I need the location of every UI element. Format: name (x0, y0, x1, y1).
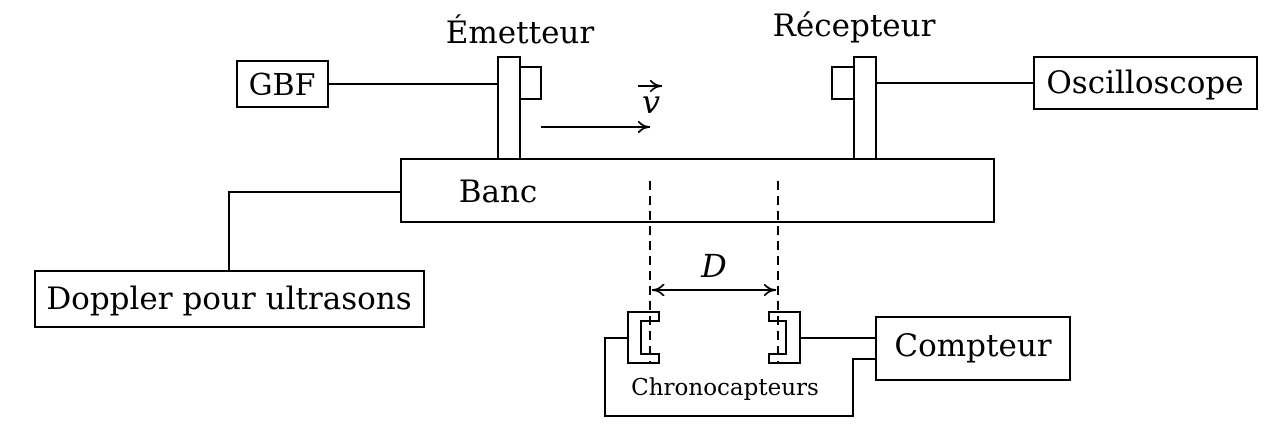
doppler-box (34, 270, 425, 328)
emitter-label: Émetteur (446, 13, 595, 51)
receiver-post (853, 56, 877, 160)
emitter-transducer (519, 66, 542, 100)
receiver-label: Récepteur (773, 8, 936, 44)
gbf-label: GBF (249, 68, 316, 103)
compteur-wire-left (604, 337, 876, 417)
chronocapteurs-label: Chronocapteurs (631, 375, 819, 401)
chronocapteur-left (627, 311, 660, 364)
receiver (831, 56, 877, 160)
doppler-wire (228, 191, 401, 271)
bench-label: Banc (459, 174, 538, 210)
velocity-label: v (642, 83, 660, 121)
oscilloscope-label: Oscilloscope (1046, 65, 1243, 101)
emitter (497, 56, 542, 160)
bench-box (400, 158, 995, 223)
distance-label: D (700, 247, 727, 285)
chronocapteur-right (768, 311, 801, 364)
compteur-box (875, 316, 1071, 381)
compteur-label: Compteur (894, 328, 1051, 364)
emitter-post (497, 56, 521, 160)
doppler-label: Doppler pour ultrasons (46, 281, 411, 317)
receiver-transducer (831, 66, 855, 100)
